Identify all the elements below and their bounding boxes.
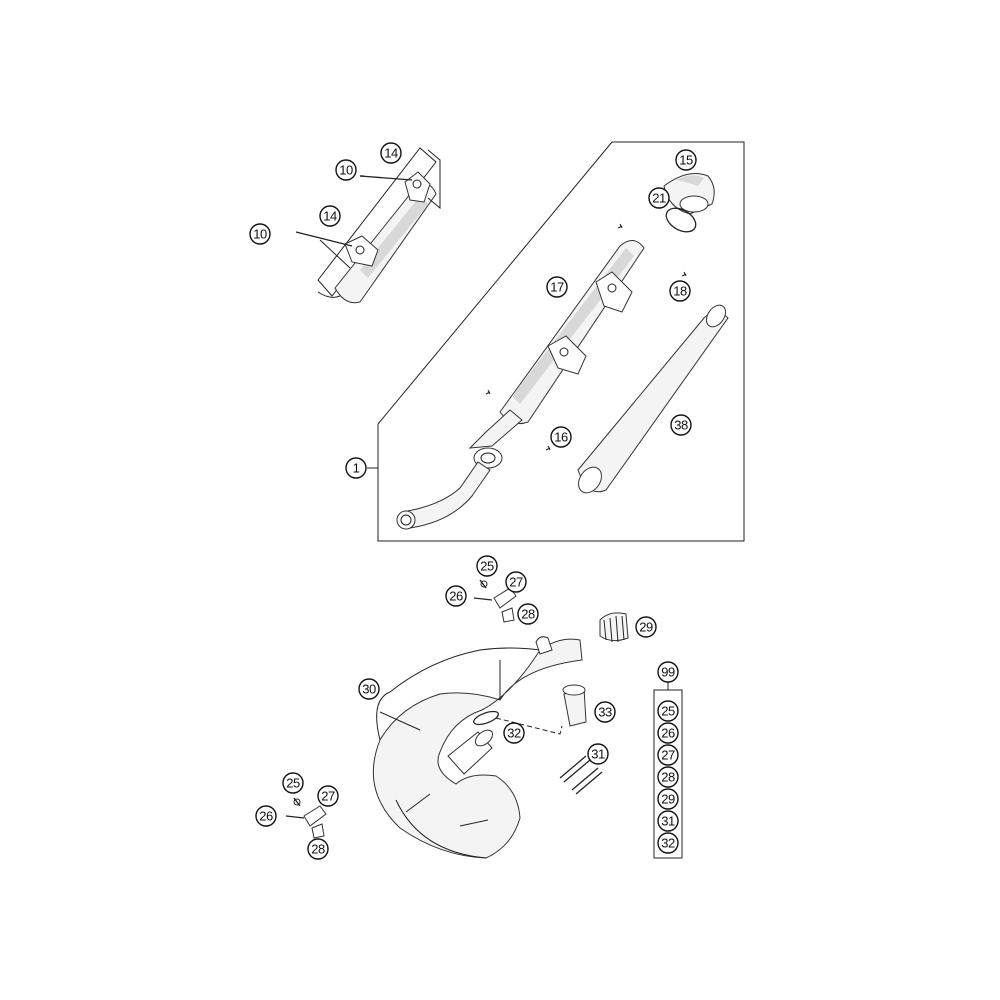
callout-10-upper: 10 (335, 159, 357, 181)
svg-text:29: 29 (661, 792, 675, 807)
svg-text:17: 17 (550, 280, 564, 295)
upper-mount-hardware (473, 579, 517, 623)
svg-text:15: 15 (679, 153, 693, 168)
callout-25-upper: 25 (476, 555, 498, 577)
svg-text:25: 25 (286, 776, 300, 791)
kit-item: 25 (657, 700, 679, 722)
svg-text:38: 38 (674, 418, 688, 433)
callout-10-lower: 10 (249, 223, 271, 245)
svg-text:31: 31 (591, 747, 605, 762)
lower-mount-hardware (285, 797, 327, 839)
callout-17: 17 (546, 276, 568, 298)
svg-text:28: 28 (521, 607, 535, 622)
callout-32: 32 (503, 722, 525, 744)
svg-text:10: 10 (339, 163, 353, 178)
svg-text:21: 21 (652, 191, 666, 206)
callout-15: 15 (675, 149, 697, 171)
svg-text:27: 27 (661, 748, 675, 763)
silencer-body (396, 223, 687, 530)
end-cap (663, 173, 715, 215)
callout-38: 38 (670, 414, 692, 436)
svg-text:16: 16 (554, 430, 568, 445)
silencer-mount-inset (295, 147, 441, 304)
kit-item: 31 (657, 810, 679, 832)
kit-header-99: 99 (657, 661, 679, 683)
svg-text:26: 26 (661, 726, 675, 741)
rubber-sleeve (599, 612, 629, 643)
callout-29: 29 (635, 616, 657, 638)
svg-text:10: 10 (253, 227, 267, 242)
kit-item: 27 (657, 744, 679, 766)
svg-text:99: 99 (661, 665, 675, 680)
callout-25-lower: 25 (282, 772, 304, 794)
callout-30: 30 (358, 678, 380, 700)
callout-26-lower: 26 (255, 805, 277, 827)
callout-1: 1 (345, 457, 367, 479)
kit-item: 32 (657, 832, 679, 854)
kit-item: 28 (657, 766, 679, 788)
svg-text:33: 33 (598, 705, 612, 720)
svg-text:32: 32 (507, 726, 521, 741)
kit-item: 29 (657, 788, 679, 810)
svg-text:27: 27 (321, 789, 335, 804)
svg-text:32: 32 (661, 836, 675, 851)
svg-text:1: 1 (353, 461, 360, 476)
silencer-assembly-box (367, 141, 745, 542)
callout-16: 16 (550, 426, 572, 448)
callout-18: 18 (669, 280, 691, 302)
svg-text:27: 27 (509, 575, 523, 590)
kit-box (653, 682, 683, 859)
callout-31: 31 (587, 743, 609, 765)
svg-text:14: 14 (323, 209, 337, 224)
svg-text:28: 28 (661, 770, 675, 785)
connecting-sleeve (562, 684, 587, 727)
kit-item: 26 (657, 722, 679, 744)
svg-text:25: 25 (480, 559, 494, 574)
svg-text:30: 30 (362, 682, 376, 697)
svg-text:31: 31 (661, 814, 675, 829)
callout-33: 33 (594, 701, 616, 723)
svg-text:28: 28 (311, 842, 325, 857)
callout-27-upper: 27 (505, 571, 527, 593)
callout-28-lower: 28 (307, 838, 329, 860)
callout-26-upper: 26 (445, 585, 467, 607)
callout-28-upper: 28 (517, 603, 539, 625)
callout-14-upper: 14 (380, 142, 402, 164)
svg-text:18: 18 (673, 284, 687, 299)
callout-14-lower: 14 (319, 205, 341, 227)
svg-text:26: 26 (449, 589, 463, 604)
svg-text:25: 25 (661, 704, 675, 719)
header-pipe (372, 636, 583, 859)
exhaust-springs (559, 755, 603, 795)
o-ring (473, 710, 563, 735)
svg-text:29: 29 (639, 620, 653, 635)
callout-21: 21 (648, 187, 670, 209)
svg-text:26: 26 (259, 809, 273, 824)
silencer-packing (577, 304, 729, 494)
end-cap-ring (665, 207, 697, 233)
svg-text:14: 14 (384, 146, 398, 161)
callout-27-lower: 27 (317, 785, 339, 807)
